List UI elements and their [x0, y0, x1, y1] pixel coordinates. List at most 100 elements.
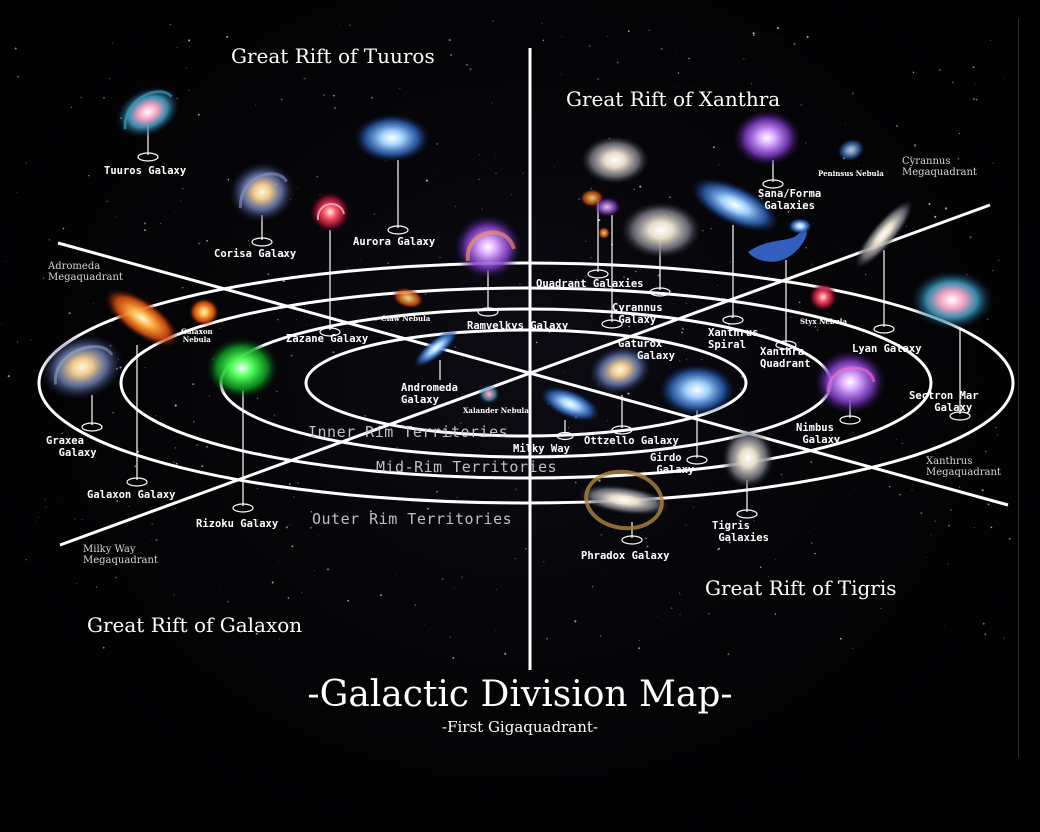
star: [175, 507, 177, 509]
star: [807, 531, 809, 533]
star: [570, 448, 572, 450]
star: [371, 96, 373, 99]
star: [985, 414, 987, 416]
star: [25, 162, 27, 164]
star: [689, 450, 691, 452]
star: [138, 448, 140, 450]
star: [146, 297, 148, 299]
star: [941, 202, 943, 204]
label-tuuros-galaxy: Tuuros Galaxy: [104, 165, 187, 177]
star: [297, 481, 299, 484]
star: [434, 471, 437, 473]
star: [971, 420, 972, 422]
star: [360, 260, 362, 262]
galaxon-nebula-image: [189, 298, 219, 326]
star: [379, 522, 381, 524]
star: [978, 168, 980, 169]
star: [851, 92, 854, 95]
star: [303, 78, 305, 80]
star: [800, 104, 803, 106]
label-styx-nebula: Styx Nebula: [800, 317, 847, 326]
star: [957, 158, 960, 160]
star: [755, 585, 757, 588]
star: [469, 68, 472, 71]
star: [810, 461, 813, 463]
star: [691, 102, 694, 105]
star: [282, 254, 285, 257]
label-claw-nebula: Claw Nebula: [381, 314, 431, 323]
star: [702, 562, 704, 564]
star: [752, 32, 755, 35]
star: [175, 462, 178, 465]
star: [588, 44, 591, 48]
star: [787, 210, 790, 213]
star: [858, 164, 860, 166]
galaxy-images: [40, 85, 994, 531]
star: [912, 71, 915, 73]
star: [400, 521, 402, 523]
star: [604, 286, 606, 288]
star: [889, 485, 891, 488]
star: [817, 329, 819, 331]
star: [304, 77, 306, 80]
star: [323, 94, 325, 96]
star: [160, 222, 162, 224]
label-sectron-mar-galaxy: Sectron Mar Galaxy: [909, 390, 979, 414]
star: [514, 557, 517, 560]
star: [679, 360, 681, 362]
star: [414, 604, 416, 606]
star: [247, 240, 250, 242]
star: [806, 35, 809, 38]
star: [211, 523, 214, 525]
star: [760, 566, 762, 568]
label-quadrant-galaxies: Quadrant Galaxies: [536, 278, 644, 290]
star: [449, 636, 452, 639]
star: [958, 133, 960, 135]
star: [906, 471, 908, 473]
star: [466, 63, 468, 66]
label-corisa-galaxy: Corisa Galaxy: [214, 248, 297, 260]
star: [293, 496, 295, 498]
star: [504, 652, 507, 655]
star: [1004, 79, 1005, 80]
star: [309, 526, 313, 529]
star: [969, 236, 972, 239]
star: [188, 39, 191, 42]
star: [255, 405, 257, 406]
star: [14, 47, 17, 50]
star: [496, 588, 498, 590]
label-xanthra-quadrant: Xanthra Quadrant: [760, 346, 811, 370]
star: [254, 104, 257, 106]
territory-inner-rim: Inner Rim Territories: [308, 423, 509, 441]
star: [928, 202, 931, 206]
star: [316, 175, 319, 178]
star: [305, 324, 308, 326]
star: [112, 411, 115, 414]
star: [492, 20, 494, 22]
star: [174, 212, 175, 214]
star: [934, 520, 936, 522]
megaquadrant-cyrannus: Cyrannus Megaquadrant: [902, 156, 977, 178]
galaxon-galaxy-image: [104, 288, 180, 348]
star: [373, 213, 376, 215]
star: [675, 53, 677, 55]
star: [984, 633, 987, 636]
star: [277, 319, 279, 321]
star: [992, 162, 994, 165]
star: [854, 488, 855, 490]
star: [670, 607, 673, 609]
star: [599, 635, 602, 637]
star: [780, 473, 783, 476]
star: [285, 526, 288, 529]
star: [915, 94, 916, 96]
star: [226, 600, 229, 603]
star: [134, 465, 137, 468]
star: [639, 185, 642, 188]
star: [634, 634, 636, 636]
star: [712, 146, 715, 149]
territory-mid-rim: Mid-Rim Territories: [376, 458, 558, 476]
star: [560, 73, 562, 75]
star: [905, 225, 908, 228]
star: [128, 505, 130, 507]
star: [256, 397, 259, 400]
